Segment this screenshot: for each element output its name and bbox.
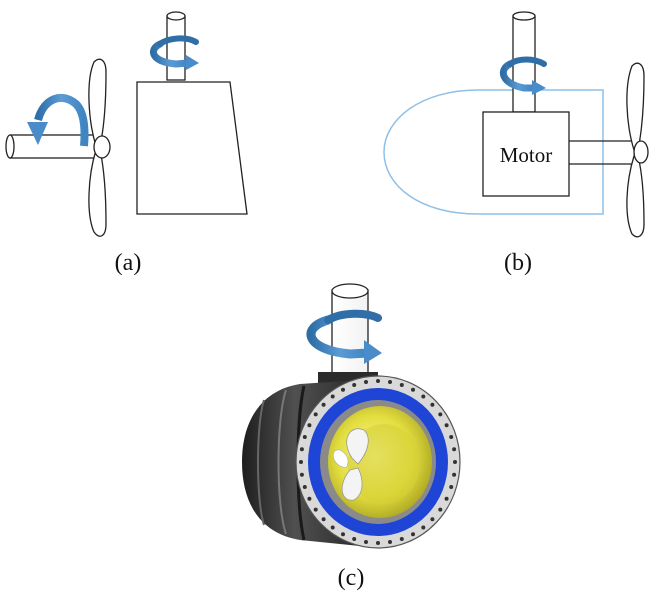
rotation-arrow-icon — [499, 56, 547, 95]
bolt-hole — [330, 525, 335, 530]
vertical-shaft — [166, 11, 186, 81]
bolt-hole — [438, 507, 443, 512]
motor-label: Motor — [500, 143, 553, 167]
bolt-hole — [449, 435, 454, 439]
caption-c: (c) — [338, 565, 365, 591]
bolt-hole — [364, 540, 368, 544]
bolt-hole — [376, 541, 380, 545]
caption-a: (a) — [115, 250, 142, 276]
bolt-hole — [307, 423, 312, 428]
bolt-hole — [341, 532, 345, 537]
panel-c: (c) — [242, 283, 461, 591]
bolt-hole — [302, 435, 307, 439]
vertical-shaft — [331, 283, 369, 381]
hull-outline — [383, 89, 604, 215]
bolt-hole — [411, 387, 415, 392]
bolt-hole — [299, 460, 303, 464]
bolt-hole — [438, 412, 443, 417]
bolt-hole — [321, 517, 326, 522]
strut-body — [136, 81, 248, 215]
rotation-arrow-icon — [306, 309, 382, 364]
motor-box — [482, 111, 570, 197]
bolt-hole — [388, 380, 392, 384]
bolt-hole — [299, 447, 304, 452]
propeller-icon — [332, 428, 369, 501]
bolt-hole — [452, 472, 457, 477]
bolt-hole — [388, 540, 392, 544]
bolt-hole — [399, 537, 404, 541]
bolt-hole — [352, 537, 357, 541]
horizontal-shaft — [569, 140, 640, 165]
bolt-holes — [299, 379, 457, 545]
bolt-hole — [321, 402, 326, 407]
bolt-hole — [352, 383, 357, 387]
rotation-arrow-icon — [27, 93, 89, 147]
rotation-arrow-icon — [150, 35, 199, 70]
bolt-hole — [421, 394, 426, 399]
bolt-hole — [307, 496, 312, 501]
caption-b: (b) — [504, 250, 532, 276]
bolt-hole — [449, 485, 454, 489]
bolt-hole — [399, 383, 404, 387]
bolt-hole — [430, 402, 435, 407]
bolt-hole — [421, 525, 426, 530]
bolt-hole — [299, 472, 304, 477]
panel-a: (a) — [5, 11, 248, 276]
bolt-hole — [313, 507, 318, 512]
bolt-hole — [430, 517, 435, 522]
bolt-hole — [341, 387, 345, 392]
bolt-hole — [452, 447, 457, 452]
bolt-hole — [364, 380, 368, 384]
bolt-hole — [313, 412, 318, 417]
propeller-icon — [626, 62, 649, 238]
propeller-icon — [88, 58, 111, 237]
bolt-hole — [444, 496, 449, 501]
panel-b: Motor (b) — [383, 11, 649, 276]
bolt-hole — [444, 423, 449, 428]
bolt-hole — [453, 460, 457, 464]
bolt-hole — [376, 379, 380, 383]
bolt-hole — [330, 394, 335, 399]
bolt-hole — [302, 485, 307, 489]
bolt-hole — [411, 532, 415, 537]
